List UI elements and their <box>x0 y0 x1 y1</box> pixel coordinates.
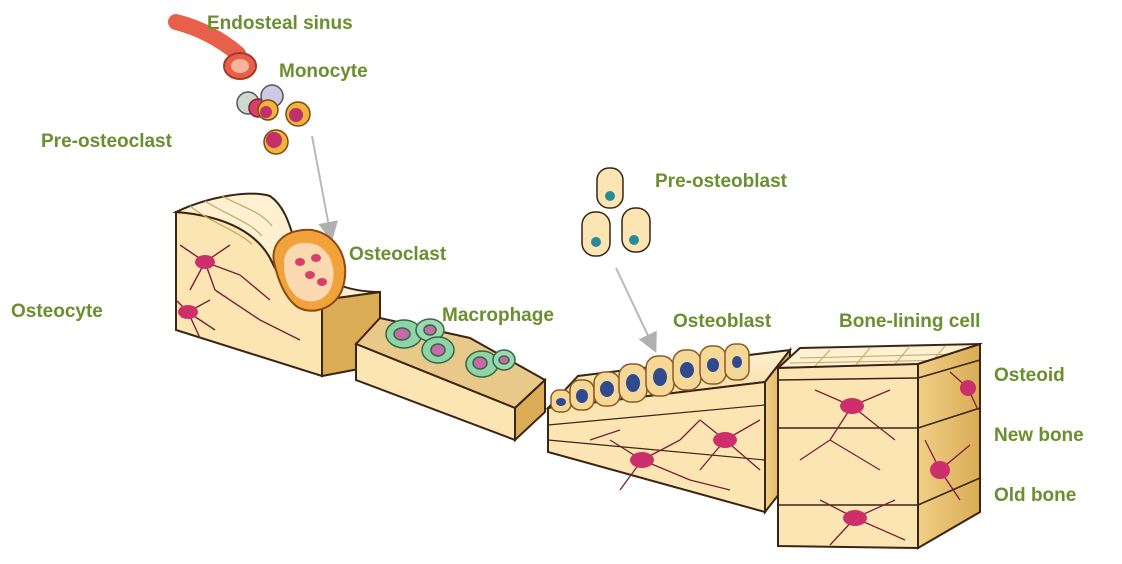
osteoblast-bone-block <box>548 344 790 512</box>
macrophage-bone-block <box>356 318 545 440</box>
label-monocyte: Monocyte <box>279 62 368 81</box>
label-macrophage: Macrophage <box>442 306 554 325</box>
arrow-to-osteoblast <box>616 268 652 344</box>
label-osteocyte: Osteocyte <box>11 302 103 321</box>
label-pre-osteoblast: Pre-osteoblast <box>655 172 787 191</box>
label-osteoclast: Osteoclast <box>349 245 446 264</box>
osteoclast-bone-block <box>176 194 380 376</box>
arrow-to-osteoclast <box>312 136 330 232</box>
label-osteoid: Osteoid <box>994 366 1065 385</box>
pre-osteoblast-cells <box>582 168 650 256</box>
label-pre-osteoclast: Pre-osteoclast <box>41 132 172 151</box>
label-new-bone: New bone <box>994 426 1084 445</box>
label-osteoblast: Osteoblast <box>673 312 771 331</box>
label-old-bone: Old bone <box>994 486 1076 505</box>
monocyte-cluster <box>237 85 310 154</box>
label-endosteal-sinus: Endosteal sinus <box>207 14 353 33</box>
label-bone-lining-cell: Bone-lining cell <box>839 312 980 331</box>
bone-lining-block <box>778 344 980 548</box>
